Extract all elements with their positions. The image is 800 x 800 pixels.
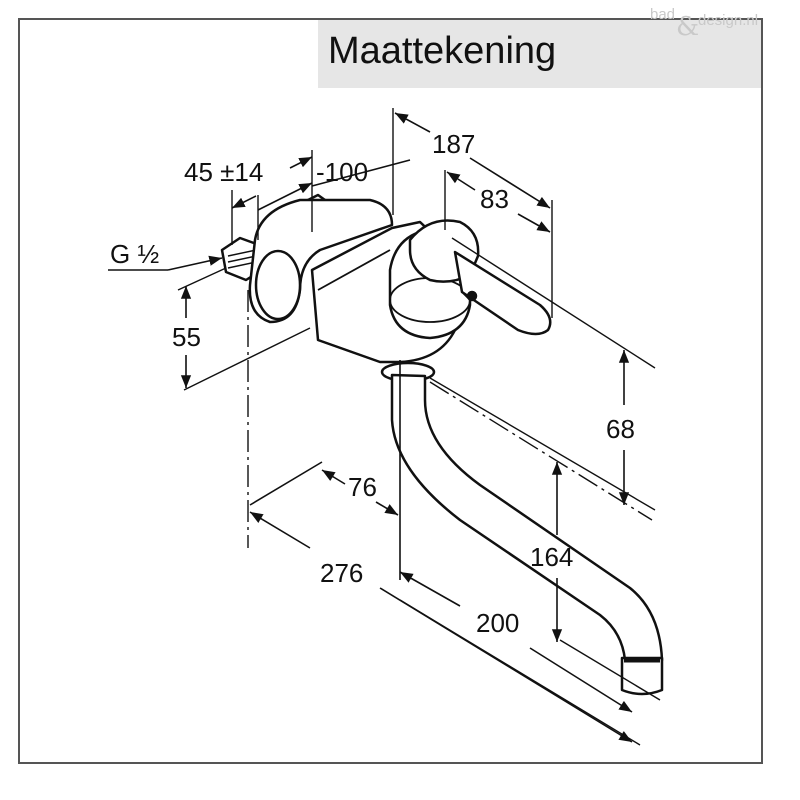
- page-title: Maattekening: [328, 30, 557, 72]
- watermark-logo: bad & design.nl: [592, 4, 792, 50]
- dim-45-label: 45 ±14: [184, 157, 263, 187]
- thread-label: G ½: [110, 239, 159, 269]
- outlet-axis: [429, 381, 653, 521]
- dimension-lines: [108, 112, 633, 743]
- dim-276-label: 276: [320, 558, 363, 588]
- dim-68-label: 68: [606, 414, 635, 444]
- title-band: [318, 20, 761, 88]
- dim-76-label: 76: [348, 472, 377, 502]
- dimension-labels: 45 ±14 -100 187 83 G ½ 55 68 76 164 276 …: [110, 129, 635, 638]
- lever: [453, 250, 552, 336]
- watermark-bad: bad: [650, 6, 676, 23]
- watermark-design: design.nl: [698, 12, 759, 29]
- watermark-ampersand: &: [676, 12, 700, 42]
- reference-lines: [177, 108, 661, 746]
- drawing-frame: [18, 18, 763, 764]
- dim-83-label: 83: [480, 184, 509, 214]
- dim-187-label: 187: [432, 129, 475, 159]
- dim-200-label: 200: [476, 608, 519, 638]
- faucet-body: [220, 193, 664, 696]
- dim-55-label: 55: [172, 322, 201, 352]
- aerator: [620, 656, 664, 696]
- dim-100-label: -100: [316, 157, 368, 187]
- dim-164-label: 164: [530, 542, 573, 572]
